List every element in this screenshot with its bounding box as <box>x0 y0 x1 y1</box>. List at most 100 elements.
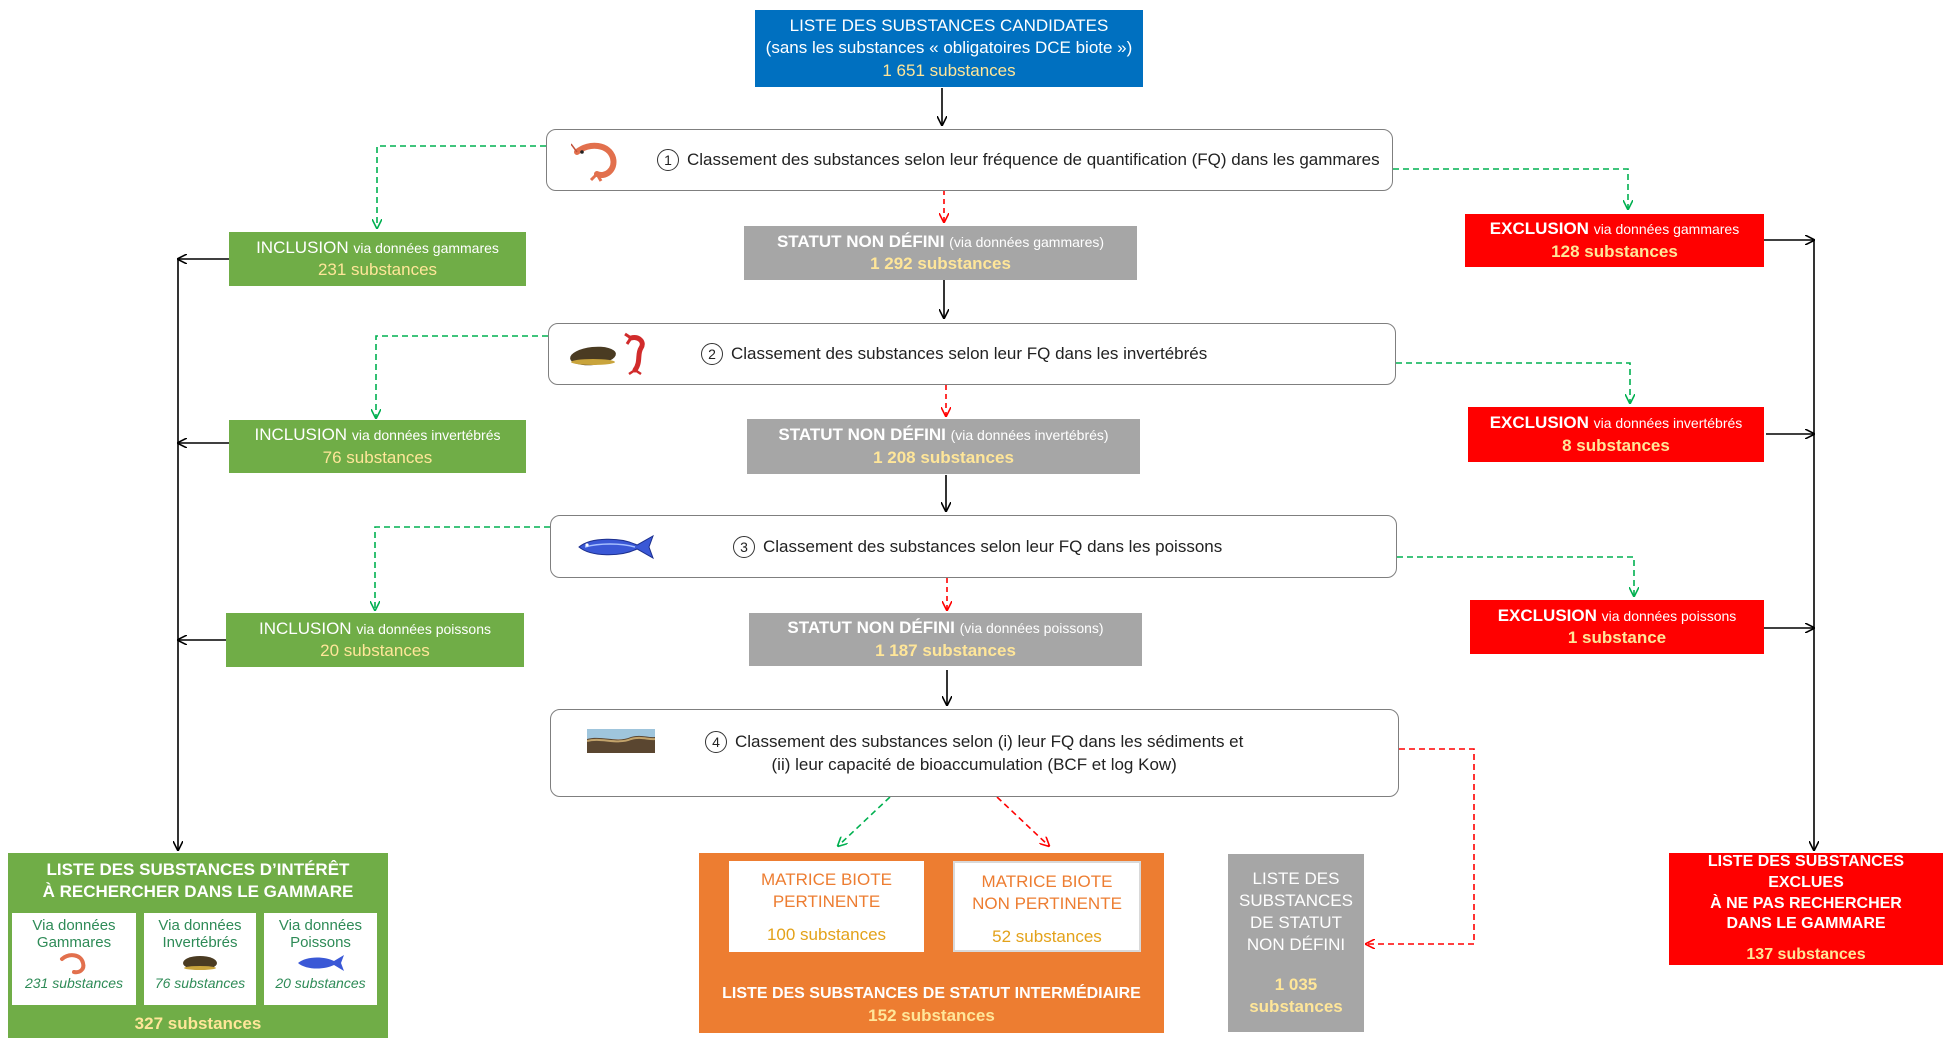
exclusion-invertebres-box: EXCLUSION via données invertébrés 8 subs… <box>1468 407 1764 462</box>
exclusion-2-count: 8 substances <box>1562 435 1670 455</box>
interest-card-1-l2: Gammares <box>36 934 112 951</box>
status-undefined-1: STATUT NON DÉFINI (via données gammares)… <box>744 226 1137 280</box>
excluded-list-l3: DANS LE GAMMARE <box>1726 915 1886 933</box>
shrimp-icon <box>571 142 617 182</box>
undefined-list-box: LISTE DES SUBSTANCES DE STATUT NON DÉFIN… <box>1228 854 1364 1032</box>
status-3-via: (via données poissons) <box>959 620 1104 637</box>
status-undefined-3: STATUT NON DÉFINI (via données poissons)… <box>749 613 1142 666</box>
exclusion-3-via: via données poissons <box>1601 607 1737 624</box>
interest-card-gammares: Via données Gammares 231 substances <box>12 913 136 1005</box>
step-1-text: Classement des substances selon leur fré… <box>687 150 1380 169</box>
step-2-box: 2 Classement des substances selon leur F… <box>548 323 1396 385</box>
sediment-icon <box>587 729 655 753</box>
exclusion-1-count: 128 substances <box>1551 241 1678 261</box>
step-2-number: 2 <box>701 343 723 365</box>
step-2-text: Classement des substances selon leur FQ … <box>731 344 1208 363</box>
inclusion-3-count: 20 substances <box>320 641 430 660</box>
status-2-count: 1 208 substances <box>873 447 1014 467</box>
interest-card-1-l1: Via données <box>32 917 116 934</box>
matrix-relevant-card: MATRICE BIOTE PERTINENTE 100 substances <box>729 861 924 952</box>
exclusion-3-count: 1 substance <box>1567 628 1667 647</box>
undefined-list-count-1: 1 035 <box>1274 975 1318 995</box>
exclusion-3-title: EXCLUSION <box>1497 605 1597 625</box>
undefined-list-l2: SUBSTANCES <box>1239 890 1353 910</box>
matrix-relevant-l2: PERTINENTE <box>772 892 881 912</box>
excluded-list-l1: LISTE DES SUBSTANCES EXCLUES <box>1707 853 1905 891</box>
exclusion-gammares-box: EXCLUSION via données gammares 128 subst… <box>1465 214 1764 267</box>
excluded-list-count: 137 substances <box>1746 946 1866 964</box>
matrix-relevant-count: 100 substances <box>766 925 887 945</box>
exclusion-2-title: EXCLUSION <box>1489 413 1589 433</box>
interest-card-3-count: 20 substances <box>275 975 366 991</box>
interest-card-1-count: 231 substances <box>24 975 124 991</box>
status-3-count: 1 187 substances <box>875 640 1016 660</box>
matrix-not-relevant-card: MATRICE BIOTE NON PERTINENTE 52 substanc… <box>953 861 1141 952</box>
inclusion-1-via: via données gammares <box>353 239 499 256</box>
undefined-list-count-2: substances <box>1249 997 1343 1017</box>
step-3-text: Classement des substances selon leur FQ … <box>763 536 1223 556</box>
matrix-not-relevant-count: 52 substances <box>992 927 1102 947</box>
interest-card-invertebres: Via données Invertébrés 76 substances <box>144 913 256 1005</box>
intermediate-list-count: 152 substances <box>868 1005 995 1025</box>
candidate-list-subtitle: (sans les substances « obligatoires DCE … <box>765 38 1133 58</box>
undefined-list-l1: LISTE DES <box>1252 868 1340 888</box>
exclusion-2-via: via données invertébrés <box>1593 415 1743 432</box>
matrix-relevant-l1: MATRICE BIOTE <box>761 870 892 889</box>
excluded-list-box: LISTE DES SUBSTANCES EXCLUES À NE PAS RE… <box>1669 853 1943 965</box>
inclusion-1-count: 231 substances <box>317 260 438 279</box>
step-1-number: 1 <box>657 149 679 171</box>
inclusion-1-title: INCLUSION <box>256 237 349 257</box>
candidate-list-count: 1 651 substances <box>882 60 1016 80</box>
inclusion-2-count: 76 substances <box>322 447 433 467</box>
candidate-list-box: LISTE DES SUBSTANCES CANDIDATES (sans le… <box>755 10 1143 87</box>
interest-list-title-1: LISTE DES SUBSTANCES D’INTÉRÊT <box>46 860 350 879</box>
status-1-title: STATUT NON DÉFINI <box>776 231 945 251</box>
mussel-lobster-icon <box>570 332 645 376</box>
step-4-text-1: Classement des substances selon (i) leur… <box>735 732 1244 751</box>
excluded-list-l2: À NE PAS RECHERCHER <box>1710 894 1902 912</box>
status-1-count: 1 292 substances <box>870 254 1011 273</box>
inclusion-gammares-box: INCLUSION via données gammares 231 subst… <box>229 232 526 286</box>
inclusion-3-via: via données poissons <box>356 620 491 637</box>
mussel-icon <box>183 956 217 970</box>
step-4-text-2: (ii) leur capacité de bioaccumulation (B… <box>771 755 1177 774</box>
mussel-icon <box>570 346 616 366</box>
inclusion-2-title: INCLUSION <box>254 425 348 445</box>
interest-card-3-l1: Via données <box>278 917 363 934</box>
interest-list-title-2: À RECHERCHER DANS LE GAMMARE <box>42 882 354 902</box>
status-3-title: STATUT NON DÉFINI <box>787 618 955 638</box>
interest-card-2-l2: Invertébrés <box>162 934 238 951</box>
inclusion-invertebres-box: INCLUSION via données invertébrés 76 sub… <box>229 420 526 473</box>
matrix-not-relevant-l1: MATRICE BIOTE <box>981 872 1113 891</box>
step-1-box: 1 Classement des substances selon leur f… <box>546 129 1393 191</box>
inclusion-2-via: via données invertébrés <box>351 427 501 444</box>
exclusion-1-title: EXCLUSION <box>1489 219 1589 239</box>
undefined-list-l3: DE STATUT <box>1250 912 1342 932</box>
step-3-number: 3 <box>733 535 755 558</box>
lobster-icon <box>624 332 645 376</box>
shrimp-icon <box>60 953 86 975</box>
candidate-list-title: LISTE DES SUBSTANCES CANDIDATES <box>789 16 1109 36</box>
status-2-title: STATUT NON DÉFINI <box>778 425 946 445</box>
status-undefined-2: STATUT NON DÉFINI (via données invertébr… <box>747 419 1140 474</box>
fish-icon <box>297 955 344 971</box>
interest-card-3-l2: Poissons <box>290 934 351 951</box>
status-2-via: (via données invertébrés) <box>950 427 1109 444</box>
exclusion-poissons-box: EXCLUSION via données poissons 1 substan… <box>1470 600 1764 654</box>
exclusion-1-via: via données gammares <box>1593 221 1740 238</box>
interest-card-2-l1: Via données <box>158 917 242 934</box>
interest-card-poissons: Via données Poissons 20 substances <box>264 913 377 1005</box>
status-1-via: (via données gammares) <box>949 233 1105 250</box>
step-4-box: 4 Classement des substances selon (i) le… <box>550 709 1399 797</box>
interest-card-2-count: 76 substances <box>154 975 246 991</box>
inclusion-3-title: INCLUSION <box>259 618 352 638</box>
undefined-list-l4: NON DÉFINI <box>1246 935 1346 954</box>
fish-icon <box>578 534 654 559</box>
step-3-box: 3 Classement des substances selon leur F… <box>550 515 1397 578</box>
interest-list-total: 327 substances <box>134 1014 262 1033</box>
intermediate-list-title: LISTE DES SUBSTANCES DE STATUT INTERMÉDI… <box>722 985 1141 1003</box>
inclusion-poissons-box: INCLUSION via données poissons 20 substa… <box>226 613 524 667</box>
matrix-not-relevant-l2: NON PERTINENTE <box>972 894 1122 914</box>
step-4-number: 4 <box>705 731 727 753</box>
